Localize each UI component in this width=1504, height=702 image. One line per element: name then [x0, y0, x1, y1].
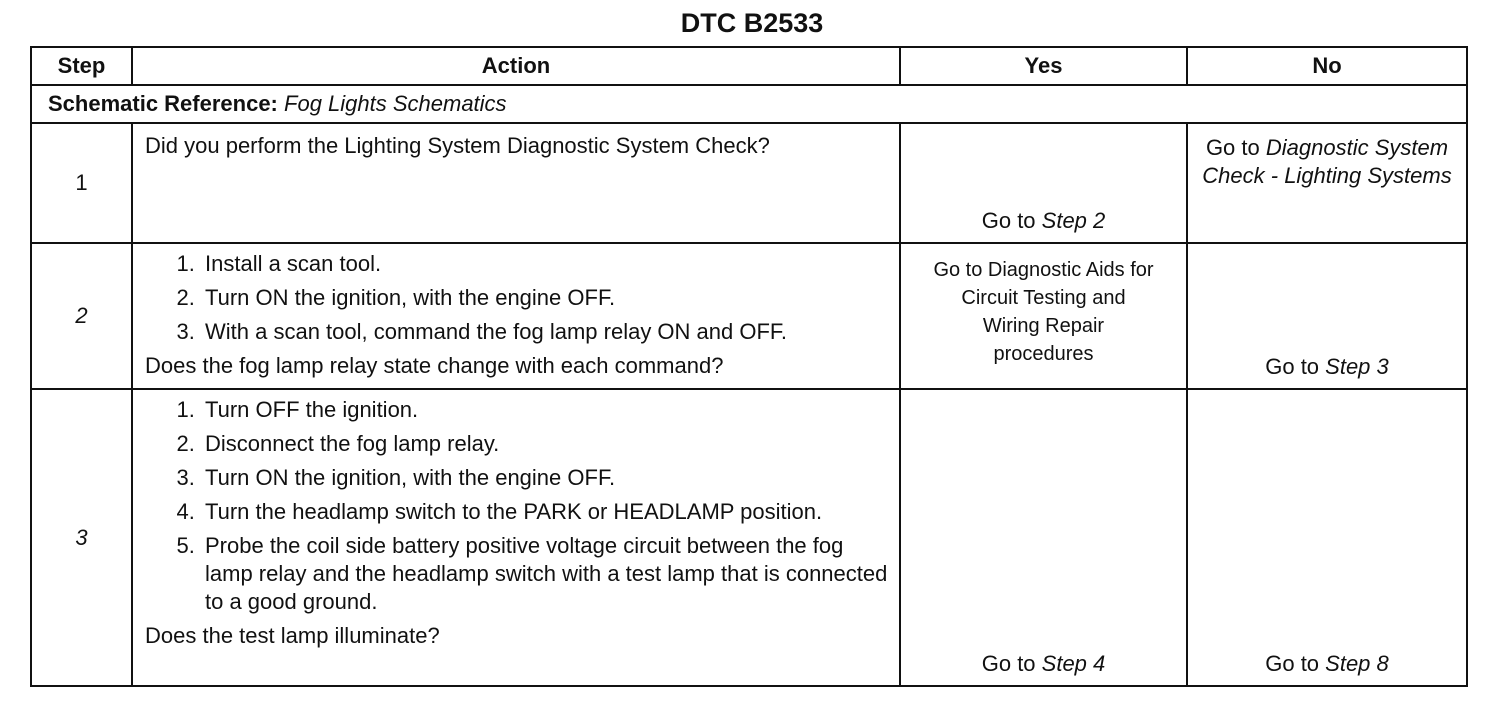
yes-link[interactable]: Step 4 — [1041, 651, 1106, 676]
action-steps: Install a scan tool. Turn ON the ignitio… — [145, 250, 889, 346]
schematic-label: Schematic Reference: — [48, 91, 278, 116]
no-cell: Go to Step 3 — [1186, 242, 1468, 390]
no-link[interactable]: Diagnostic System Check - Lighting Syste… — [1202, 135, 1452, 188]
header-step: Step — [30, 46, 133, 86]
action-question: Did you perform the Lighting System Diag… — [145, 133, 770, 158]
yes-cell: Go to Step 2 — [899, 122, 1188, 244]
schematic-row: Schematic Reference: Fog Lights Schemati… — [30, 84, 1468, 124]
header-row: Step Action Yes No — [30, 46, 1468, 86]
header-action: Action — [131, 46, 901, 86]
action-step: Turn ON the ignition, with the engine OF… — [201, 284, 889, 312]
yes-result: Go to Step 2 — [901, 208, 1186, 234]
step-number: 1 — [30, 122, 133, 244]
no-result: Go to Step 3 — [1188, 354, 1466, 380]
no-result: Go to Step 8 — [1188, 651, 1466, 677]
action-question: Does the test lamp illuminate? — [145, 623, 440, 648]
diagnostic-table: Step Action Yes No Schematic Reference: … — [30, 46, 1468, 687]
yes-result: Go to Step 4 — [901, 651, 1186, 677]
action-step: Install a scan tool. — [201, 250, 889, 278]
yes-link[interactable]: Step 2 — [1041, 208, 1106, 233]
step-number: 3 — [30, 388, 133, 687]
action-question: Does the fog lamp relay state change wit… — [145, 353, 724, 378]
step-number: 2 — [30, 242, 133, 390]
schematic-reference: Schematic Reference: Fog Lights Schemati… — [30, 84, 1468, 124]
action-step: Turn the headlamp switch to the PARK or … — [201, 498, 889, 526]
no-prefix: Go to — [1205, 135, 1266, 160]
action-cell: Turn OFF the ignition. Disconnect the fo… — [131, 388, 901, 687]
yes-result[interactable]: Go to Diagnostic Aids for Circuit Testin… — [933, 259, 1154, 365]
action-step: Turn OFF the ignition. — [201, 396, 889, 424]
action-cell: Did you perform the Lighting System Diag… — [131, 122, 901, 244]
table-row: 1 Did you perform the Lighting System Di… — [30, 122, 1468, 244]
header-no: No — [1186, 46, 1468, 86]
no-prefix: Go to — [1265, 651, 1326, 676]
yes-cell: Go to Diagnostic Aids for Circuit Testin… — [899, 242, 1188, 390]
table-row: 3 Turn OFF the ignition. Disconnect the … — [30, 388, 1468, 687]
no-prefix: Go to — [1265, 354, 1326, 379]
yes-prefix: Go to — [981, 208, 1042, 233]
schematic-link[interactable]: Fog Lights Schematics — [284, 91, 507, 116]
action-step: Probe the coil side battery positive vol… — [201, 532, 889, 616]
no-cell: Go to Diagnostic System Check - Lighting… — [1186, 122, 1468, 244]
action-steps: Turn OFF the ignition. Disconnect the fo… — [145, 396, 889, 616]
header-yes: Yes — [899, 46, 1188, 86]
action-step: Disconnect the fog lamp relay. — [201, 430, 889, 458]
no-cell: Go to Step 8 — [1186, 388, 1468, 687]
no-result: Go to Diagnostic System Check - Lighting… — [1188, 124, 1466, 190]
yes-cell: Go to Step 4 — [899, 388, 1188, 687]
action-cell: Install a scan tool. Turn ON the ignitio… — [131, 242, 901, 390]
action-step: With a scan tool, command the fog lamp r… — [201, 318, 889, 346]
page-title: DTC B2533 — [680, 8, 824, 38]
no-link[interactable]: Step 8 — [1325, 651, 1389, 676]
no-link[interactable]: Step 3 — [1325, 354, 1389, 379]
table-row: 2 Install a scan tool. Turn ON the ignit… — [30, 242, 1468, 390]
yes-prefix: Go to — [981, 651, 1042, 676]
action-step: Turn ON the ignition, with the engine OF… — [201, 464, 889, 492]
